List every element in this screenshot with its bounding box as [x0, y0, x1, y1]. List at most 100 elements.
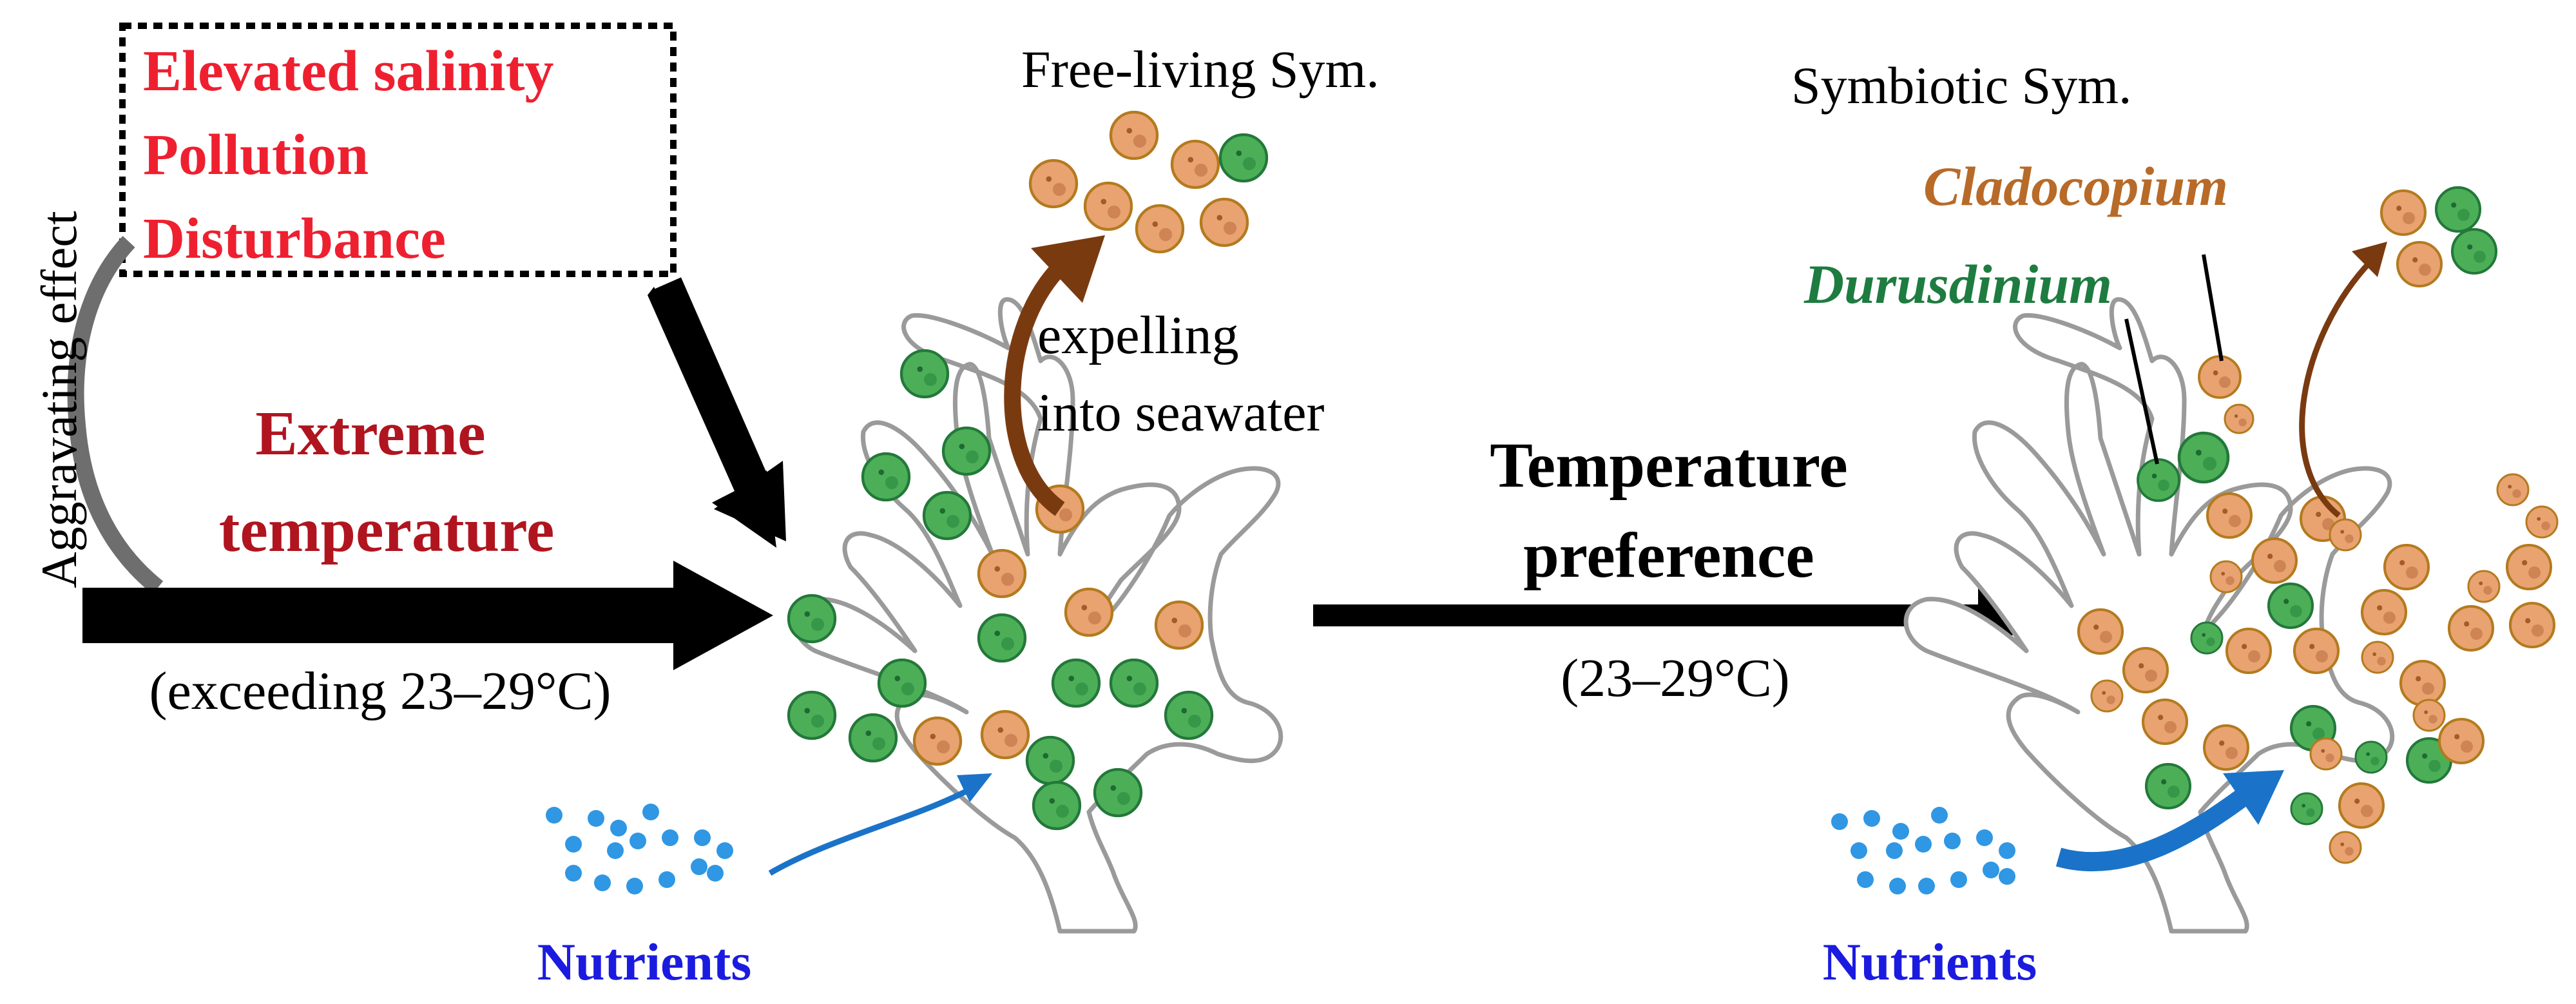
- durusdinium-cell: [941, 426, 992, 476]
- cladocopium-cell: [2525, 505, 2559, 539]
- durusdinium-cell: [861, 452, 911, 502]
- cladocopium-cell: [1064, 587, 1114, 637]
- cladocopium-cell: [1154, 600, 1204, 650]
- nutrient-dot: [1857, 871, 1874, 888]
- nutrient-arrow-right: [2055, 784, 2254, 872]
- nutrient-arrow-left: [768, 787, 972, 876]
- free-living-cells: [1028, 110, 1269, 254]
- cladocopium-cell: [2447, 604, 2495, 652]
- durusdinium-cell: [2137, 458, 2180, 502]
- cladocopium-cell: [2224, 403, 2254, 434]
- durusdinium-cell: [899, 349, 950, 399]
- nutrient-arrow-right-head: [2223, 770, 2284, 825]
- durusdinium-cell: [2290, 792, 2323, 825]
- stressor-elevated-salinity: Elevated salinity: [143, 39, 554, 103]
- durusdinium-cell: [2434, 186, 2482, 233]
- cladocopium-cell: [2467, 570, 2501, 603]
- cladocopium-cell: [2077, 608, 2124, 655]
- nutrient-dot: [1850, 842, 1867, 859]
- nutrient-dot: [588, 810, 604, 827]
- nutrient-dot: [565, 865, 582, 882]
- cladocopium-cell: [2412, 699, 2446, 732]
- expelling-arrow-right-head: [2352, 242, 2387, 277]
- durusdinium-cell: [2354, 740, 2388, 774]
- nutrient-dot: [1950, 871, 1967, 888]
- cladocopium-cell: [2122, 646, 2169, 694]
- aggravating-curve: [67, 236, 164, 595]
- durusdinium-cell: [2267, 582, 2314, 630]
- nutrient-dot: [691, 858, 707, 875]
- stressor-box: [119, 23, 677, 277]
- nutrient-dot: [1892, 823, 1909, 840]
- cladocopium-cell: [977, 548, 1027, 599]
- cladocopium-cell: [2141, 698, 2189, 746]
- nutrients-label-left: Nutrients: [537, 932, 752, 991]
- durusdinium-pointer: [2124, 318, 2159, 465]
- cladocopium-cell: [2198, 355, 2242, 399]
- nutrient-dot: [594, 874, 611, 891]
- durusdinium-cell: [1093, 767, 1143, 818]
- cladocopium-cell: [2437, 717, 2485, 765]
- durusdinium-cell: [1109, 658, 1159, 708]
- cladocopium-cell: [2360, 588, 2408, 636]
- nutrient-dots-right: [1831, 807, 2015, 894]
- cladocopium-cell: [1109, 110, 1159, 160]
- durusdinium-cell: [2144, 762, 2192, 810]
- nutrient-dot: [1863, 810, 1880, 827]
- nutrient-dot: [630, 833, 646, 849]
- durusdinium-cell: [1032, 780, 1082, 831]
- nutrient-dot: [1983, 862, 1999, 878]
- durusdinium-cell: [848, 713, 898, 763]
- nutrient-dot: [1976, 829, 1993, 846]
- preference-range: (23–29°C): [1561, 648, 1790, 708]
- cladocopium-cell: [2338, 782, 2385, 829]
- nutrient-dot: [707, 865, 724, 882]
- cladocopium-cell: [2209, 560, 2243, 594]
- nutrient-dot: [1889, 878, 1906, 894]
- nutrients-label-right: Nutrients: [1823, 932, 2037, 991]
- cladocopium-cell: [1083, 181, 1133, 231]
- expelling-arrow: [1004, 265, 1065, 516]
- coral-left-cells: [787, 349, 1214, 831]
- cladocopium-cell: [2396, 240, 2443, 288]
- stressor-arrow-shaft: [653, 277, 771, 496]
- nutrient-dot: [1831, 813, 1848, 830]
- nutrient-dot: [716, 842, 733, 859]
- durusdinium-cell: [977, 613, 1027, 663]
- durusdinium-cell: [2177, 431, 2230, 484]
- cladocopium-cell: [1135, 204, 1185, 254]
- expelling-arrow-head: [1031, 235, 1105, 303]
- nutrient-dots-left: [546, 804, 733, 894]
- stressor-disturbance: Disturbance: [143, 207, 446, 271]
- nutrient-dot: [1915, 836, 1932, 853]
- nutrient-dot: [1999, 842, 2015, 859]
- extreme-temperature-line2: temperature: [219, 496, 555, 565]
- preference-line1: Temperature: [1490, 429, 1847, 501]
- cladocopium-cell: [2329, 518, 2362, 552]
- coral-right-cells: [2077, 355, 2559, 864]
- cladocopium-pointer: [2202, 254, 2224, 362]
- cladocopium-label: Cladocopium: [1923, 155, 2228, 217]
- stressor-pollution: Pollution: [143, 123, 369, 187]
- nutrient-dot: [1999, 868, 2015, 885]
- cladocopium-cell: [2379, 189, 2427, 237]
- aggravating-label: Aggravating effect: [31, 211, 87, 588]
- expelling-line1: expelling: [1037, 305, 1239, 365]
- stressor-arrow-head: [714, 461, 786, 541]
- nutrient-dot: [565, 836, 582, 853]
- cladocopium-cell: [2496, 473, 2530, 507]
- cladocopium-cell: [2225, 627, 2273, 675]
- nutrient-dot: [610, 820, 627, 836]
- nutrient-dot: [1931, 807, 1948, 824]
- durusdinium-label: Durusdinium: [1803, 253, 2112, 315]
- preference-line2: preference: [1523, 519, 1814, 591]
- cladocopium-cell: [980, 710, 1030, 760]
- free-living-title: Free-living Sym.: [1021, 40, 1379, 99]
- cladocopium-cell: [2361, 641, 2394, 674]
- durusdinium-cell: [922, 490, 972, 541]
- nutrient-dot: [658, 871, 675, 888]
- nutrient-dot: [694, 829, 711, 846]
- nutrient-dot: [1918, 878, 1935, 894]
- temperature-preference-arrow: [1313, 579, 2052, 652]
